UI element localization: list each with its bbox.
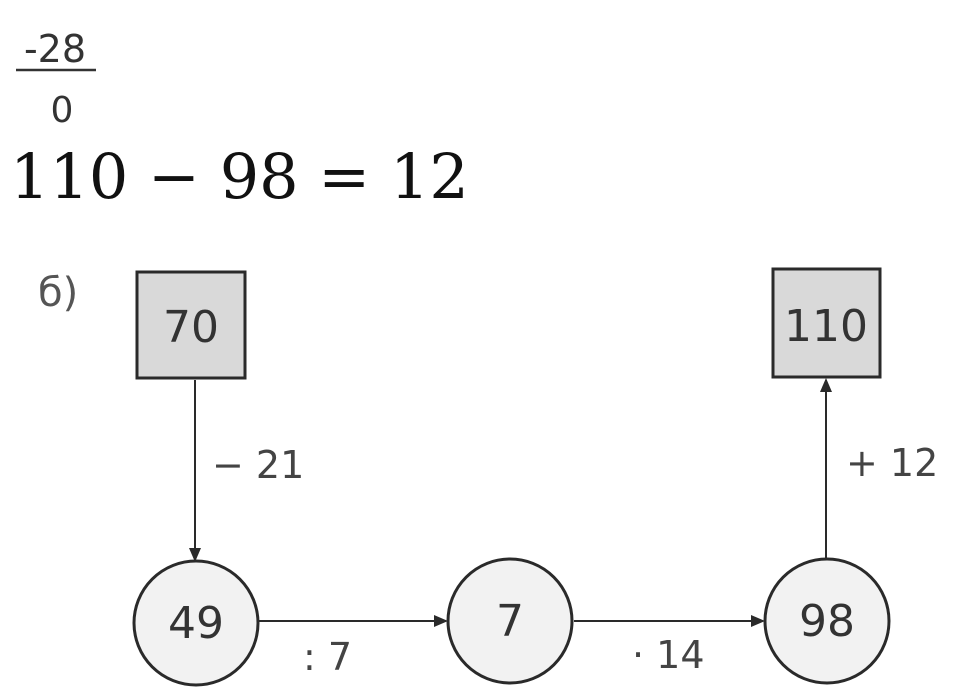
node-3-value: 98 (799, 596, 855, 647)
equation-text: 110 − 98 = 12 (10, 140, 469, 213)
node-2-value: 7 (496, 596, 524, 647)
start-box (135, 270, 247, 380)
part-label: б) (38, 270, 78, 316)
op-label-4: + 12 (846, 441, 938, 485)
node-2-circle (446, 557, 574, 685)
node-1-value: 49 (168, 598, 224, 649)
end-box-value: 110 (784, 301, 868, 352)
start-box-value: 70 (163, 302, 219, 353)
end-box (771, 267, 882, 379)
node-1-circle (132, 559, 260, 687)
subtrahend-text: -28 (24, 27, 86, 71)
op-label-2: : 7 (303, 635, 352, 679)
node-3-circle (763, 557, 891, 685)
op-label-3: · 14 (632, 633, 705, 677)
remainder-text: 0 (51, 90, 74, 131)
op-label-1: − 21 (212, 443, 304, 487)
